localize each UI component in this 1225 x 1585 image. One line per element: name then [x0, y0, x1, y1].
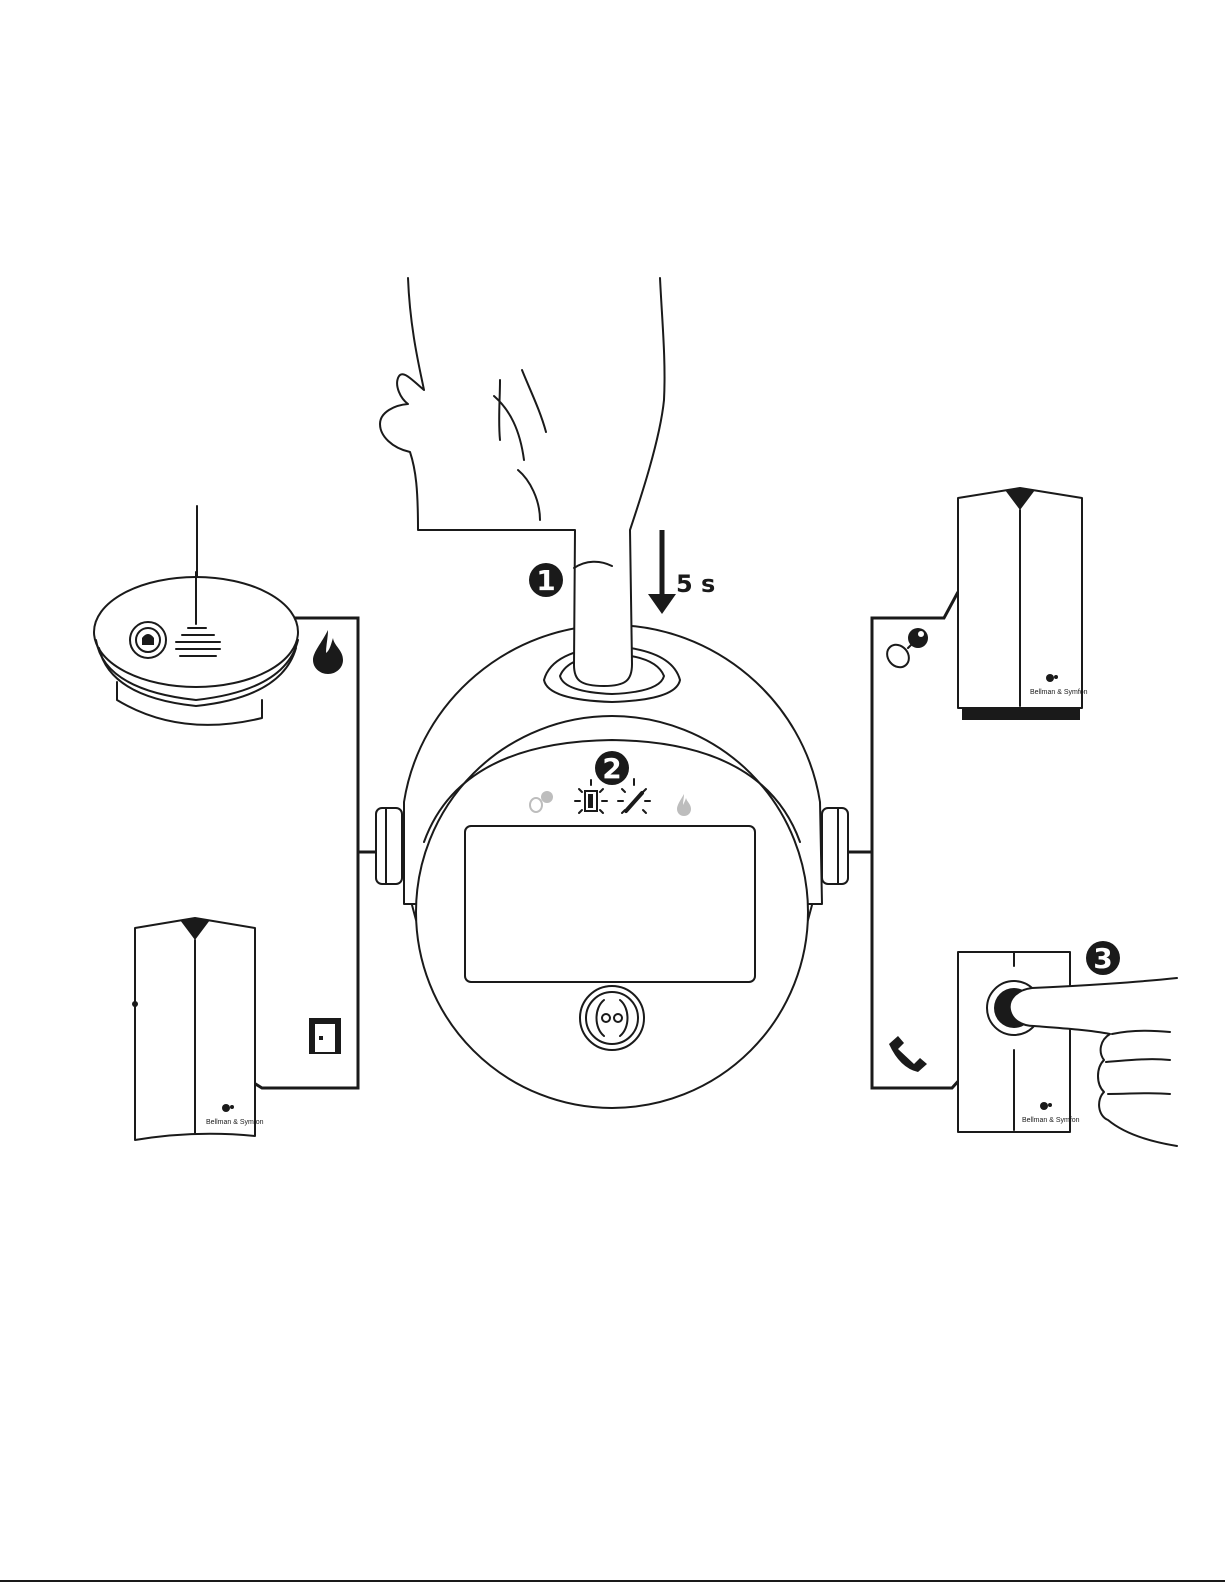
brand-label: Bellman & Symfon — [1030, 689, 1088, 696]
footer-rule — [0, 1580, 1225, 1582]
step-3-number: 3 — [1093, 942, 1112, 975]
baby-monitor-transmitter: Bellman & Symfon — [958, 488, 1088, 720]
door-transmitter-magnet-mark — [132, 1001, 138, 1007]
hold-duration-label: 5 s — [676, 570, 715, 598]
brand-label: Bellman & Symfon — [1022, 1117, 1080, 1124]
step-3-marker: 3 — [1086, 941, 1120, 975]
step-2-marker: 2 — [595, 751, 629, 785]
press-arrow-icon — [648, 530, 676, 614]
step-1-number: 1 — [536, 564, 555, 597]
phone-icon — [889, 1036, 927, 1072]
brand-label: Bellman & Symfon — [206, 1119, 264, 1126]
receiver-display — [465, 826, 755, 982]
smoke-detector — [94, 506, 298, 725]
right-side-knob — [822, 808, 848, 884]
door-icon — [309, 1018, 341, 1054]
door-transmitter: Bellman & Symfon — [132, 918, 264, 1140]
phone-transmitter: Bellman & Symfon — [958, 952, 1080, 1132]
step-1-marker: 1 — [529, 563, 563, 597]
flame-icon — [313, 630, 343, 674]
pressing-hand — [380, 278, 665, 686]
receiver-unit — [376, 625, 848, 1108]
step-2-number: 2 — [602, 752, 621, 785]
left-side-knob — [376, 808, 402, 884]
smoke-detector-test-button — [130, 622, 166, 658]
baby-monitor-icon — [883, 628, 928, 672]
